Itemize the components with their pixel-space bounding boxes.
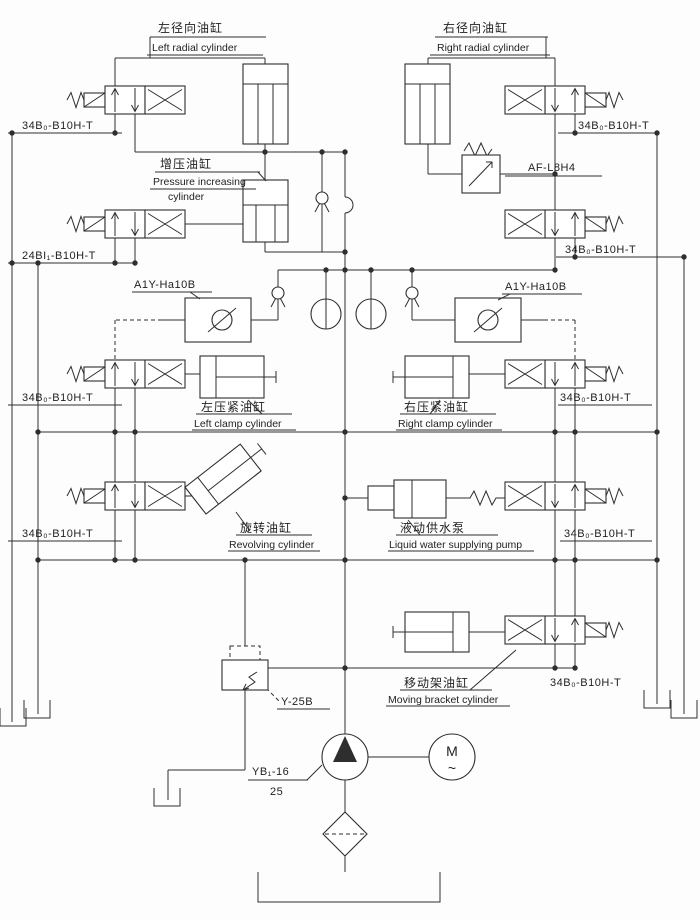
revolving-cylinder-symbol xyxy=(184,443,267,515)
tank-left-inner-icon xyxy=(23,699,51,719)
label-right-clamp-model: 34B₀-B10H-T xyxy=(560,392,631,404)
pressure-relay-symbol xyxy=(221,645,269,691)
moving-bracket-cylinder-symbol xyxy=(392,611,470,653)
right-row2-valve-symbol xyxy=(504,209,624,239)
label-left-radial-cn: 左径向油缸 xyxy=(158,20,223,35)
label-pressure-increasing-valve-model: 24BI₁-B10H-T xyxy=(22,250,96,262)
label-moving-bracket-cn: 移动架油缸 xyxy=(404,675,469,690)
label-air-valve-model: AF-L8H4 xyxy=(528,162,576,174)
pressure-increasing-valve-symbol xyxy=(66,209,186,239)
label-left-clamp-cn: 左压紧油缸 xyxy=(201,399,266,414)
label-water-pump-model: 34B₀-B10H-T xyxy=(564,528,635,540)
label-right-clamp-cn: 右压紧油缸 xyxy=(404,399,469,414)
junction-dots xyxy=(9,130,687,671)
label-right-row2-valve-model: 34B₀-B10H-T xyxy=(565,244,636,256)
left-radial-valve-symbol xyxy=(66,85,186,115)
left-radial-cylinder-symbol xyxy=(242,63,289,145)
label-pilot-check-left-model: A1Y-Ha10B xyxy=(134,279,196,291)
label-left-clamp-en: Left clamp cylinder xyxy=(194,418,282,430)
pilot-check-right-symbol xyxy=(454,297,522,343)
label-moving-bracket-model: 34B₀-B10H-T xyxy=(550,677,621,689)
revolving-valve-symbol xyxy=(66,481,186,511)
pressure-gauge-left-symbol xyxy=(310,298,342,330)
pressure-increasing-cylinder-symbol xyxy=(242,179,289,243)
motor-symbol xyxy=(428,733,476,781)
label-main-pump-size: 25 xyxy=(270,786,283,798)
pilot-check-left-symbol xyxy=(184,297,252,343)
right-radial-valve-symbol xyxy=(504,85,624,115)
label-left-clamp-model: 34B₀-B10H-T xyxy=(22,392,93,404)
tank-relay-drain-icon xyxy=(153,787,181,807)
moving-bracket-valve-symbol xyxy=(504,615,624,645)
label-water-pump-en: Liquid water supplying pump xyxy=(389,539,522,551)
right-radial-cylinder-symbol xyxy=(404,63,451,145)
main-pump-symbol xyxy=(321,733,369,781)
label-right-radial-model: 34B₀-B10H-T xyxy=(578,120,649,132)
label-revolving-model: 34B₀-B10H-T xyxy=(22,528,93,540)
label-left-radial-model: 34B₀-B10H-T xyxy=(22,120,93,132)
label-right-clamp-en: Right clamp cylinder xyxy=(398,418,493,430)
labels: 左径向油缸 Left radial cylinder 右径向油缸 Right r… xyxy=(22,20,649,798)
label-pressure-increasing-en1: Pressure increasing xyxy=(153,176,246,188)
label-revolving-cn: 旋转油缸 xyxy=(240,520,292,535)
label-pressure-increasing-en2: cylinder xyxy=(168,191,205,203)
label-pressure-increasing-cn: 增压油缸 xyxy=(160,156,212,171)
filter-symbol xyxy=(322,811,368,857)
left-clamp-cylinder-symbol xyxy=(199,355,277,399)
label-revolving-en: Revolving cylinder xyxy=(229,539,315,551)
label-pilot-check-right-model: A1Y-Ha10B xyxy=(505,281,567,293)
label-main-pump-model: YB₁-16 xyxy=(252,766,289,778)
label-right-radial-cn: 右径向油缸 xyxy=(443,20,508,35)
air-valve-symbol xyxy=(461,141,501,194)
label-water-pump-cn: 液动供水泵 xyxy=(400,520,465,535)
water-pump-valve-symbol xyxy=(504,481,624,511)
left-clamp-valve-symbol xyxy=(66,359,186,389)
label-motor-letter: M xyxy=(446,743,458,759)
label-left-radial-en: Left radial cylinder xyxy=(152,42,238,54)
right-clamp-cylinder-symbol xyxy=(392,355,470,399)
label-right-radial-en: Right radial cylinder xyxy=(437,42,530,54)
label-pressure-relay-model: Y-25B xyxy=(281,696,313,708)
label-motor-wave: ~ xyxy=(448,760,456,776)
label-underlines xyxy=(8,36,652,781)
label-moving-bracket-en: Moving bracket cylinder xyxy=(388,694,499,706)
right-clamp-valve-symbol xyxy=(504,359,624,389)
tank-left-outer-icon xyxy=(0,707,27,727)
water-pump-symbol xyxy=(367,479,447,519)
pressure-gauge-right-symbol xyxy=(355,298,387,330)
